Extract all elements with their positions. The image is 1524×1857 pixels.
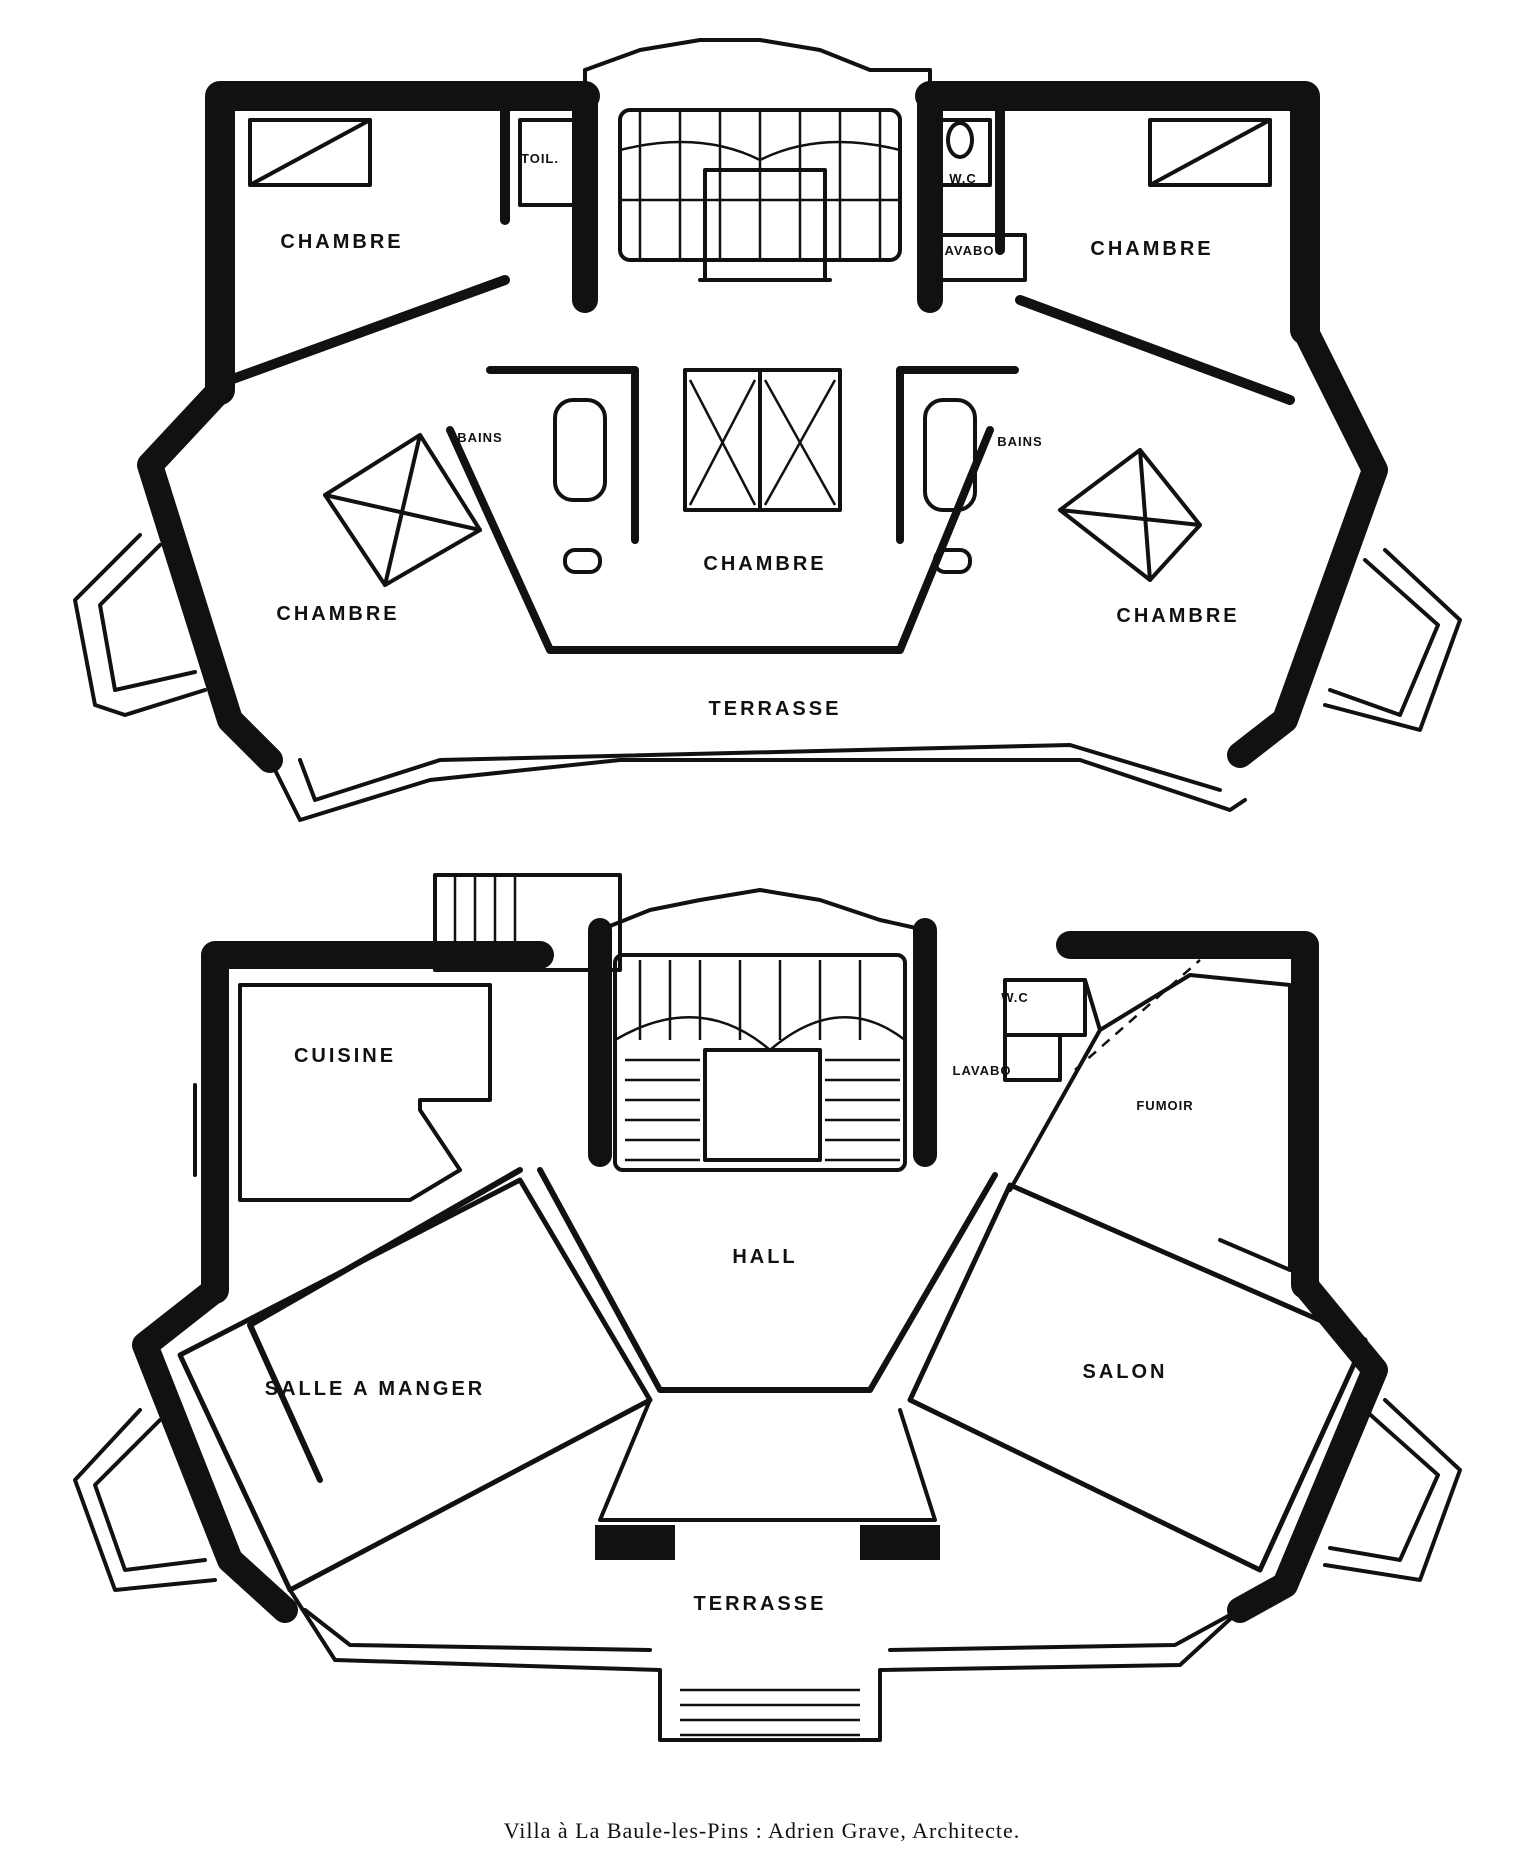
room-label-upper-bains-right: BAINS <box>997 434 1042 449</box>
room-label-upper-chambre-se: CHAMBRE <box>1116 605 1239 627</box>
room-label-ground-hall: HALL <box>732 1246 797 1268</box>
room-label-ground-cuisine: CUISINE <box>294 1045 396 1067</box>
room-label-ground-wc: W.C <box>1001 990 1029 1005</box>
upper-floor-plan: CHAMBRE CHAMBRE CHAMBRE CHAMBRE CHAMBRE … <box>73 38 1462 822</box>
room-label-ground-salle-a-manger: SALLE A MANGER <box>265 1378 486 1400</box>
plan-caption: Villa à La Baule-les-Pins : Adrien Grave… <box>503 1818 1021 1843</box>
room-label-upper-chambre-sw: CHAMBRE <box>276 603 399 625</box>
room-label-ground-salon: SALON <box>1083 1361 1168 1383</box>
room-label-upper-chambre-ne: CHAMBRE <box>1090 238 1213 260</box>
room-label-upper-bains-left: BAINS <box>457 430 502 445</box>
room-label-upper-terrasse: TERRASSE <box>709 698 842 720</box>
upper-staircase <box>618 108 902 282</box>
ground-floor-plan: CUISINE W.C LAVABO FUMOIR HALL SALLE A M… <box>73 873 1462 1742</box>
ground-staircase <box>613 953 907 1172</box>
room-label-upper-chambre-nw: CHAMBRE <box>280 231 403 253</box>
room-label-upper-toilette: TOIL. <box>521 151 559 166</box>
room-label-upper-lavabo: LAVABO <box>936 243 995 258</box>
room-label-upper-wc: W.C <box>949 171 977 186</box>
room-label-upper-chambre-center: CHAMBRE <box>703 553 826 575</box>
room-label-ground-lavabo: LAVABO <box>953 1063 1012 1078</box>
room-label-ground-terrasse: TERRASSE <box>694 1593 827 1615</box>
room-label-ground-fumoir: FUMOIR <box>1136 1098 1193 1113</box>
